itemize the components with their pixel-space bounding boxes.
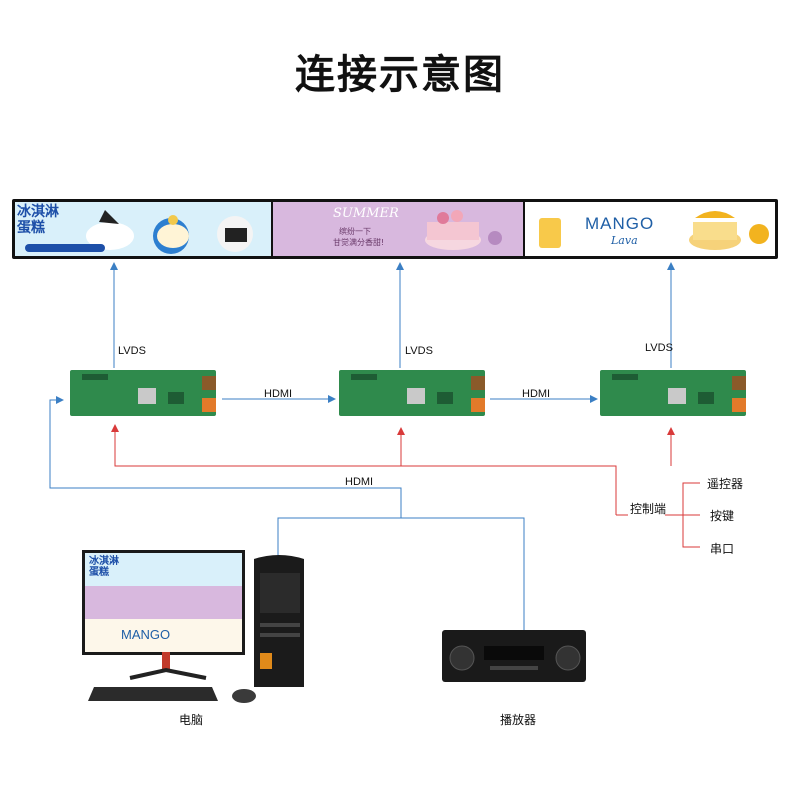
driver-board-icon	[339, 370, 485, 416]
pc-tower-icon	[254, 555, 304, 687]
av-receiver-icon	[442, 630, 586, 682]
segment-text: 缤纷一下	[339, 227, 371, 236]
control-end-label: 控制端	[630, 502, 667, 516]
segment-text: SUMMER	[333, 206, 399, 221]
control-item-remote: 遥控器	[707, 477, 744, 491]
control-line	[111, 424, 617, 515]
segment-text: 蛋糕	[89, 567, 109, 578]
segment-text: 蛋糕	[17, 220, 45, 236]
cake-icon	[86, 210, 253, 254]
control-item-serial: 串口	[710, 542, 735, 556]
segment-text: MANGO	[585, 214, 655, 233]
segment-text: 甘觉满分香甜!	[333, 238, 385, 247]
computer-label: 电脑	[179, 713, 204, 727]
bar-display: 冰淇淋 蛋糕 SUMMER 缤纷一下 甘觉满分香甜! MANGO Lava	[12, 199, 778, 259]
cake-icon	[425, 210, 502, 250]
segment-text: Lava	[611, 234, 638, 247]
monitor-icon: 冰淇淋 蛋糕 MANGO	[82, 550, 245, 655]
display-segment-mango: MANGO Lava	[525, 202, 775, 256]
segment-text: 冰淇淋	[17, 204, 59, 220]
lvds-label: LVDS	[405, 345, 433, 357]
driver-board-icon	[70, 370, 216, 416]
segment-text: MANGO	[121, 627, 171, 642]
display-segment-ice-cream: 冰淇淋 蛋糕	[15, 202, 271, 256]
keyboard-icon	[88, 687, 256, 703]
lvds-label: LVDS	[118, 345, 146, 357]
hdmi-source-line	[49, 396, 402, 518]
player-label: 播放器	[500, 713, 537, 727]
driver-board-1	[68, 368, 218, 418]
monitor-stand-icon	[129, 652, 207, 680]
lvds-label: LVDS	[645, 342, 673, 354]
drink-icon	[539, 218, 561, 248]
display-segment-summer: SUMMER 缤纷一下 甘觉满分香甜!	[273, 202, 523, 256]
driver-board-icon	[600, 370, 746, 416]
segment-text: 冰淇淋	[89, 556, 119, 567]
driver-board-2	[337, 368, 487, 418]
driver-board-3	[598, 368, 748, 418]
cake-icon	[689, 211, 769, 250]
hdmi-source-label: HDMI	[345, 476, 374, 488]
page-title: 连接示意图	[295, 52, 505, 98]
hdmi-label: HDMI	[522, 388, 551, 400]
hdmi-label: HDMI	[264, 388, 293, 400]
control-item-button: 按键	[710, 509, 735, 523]
